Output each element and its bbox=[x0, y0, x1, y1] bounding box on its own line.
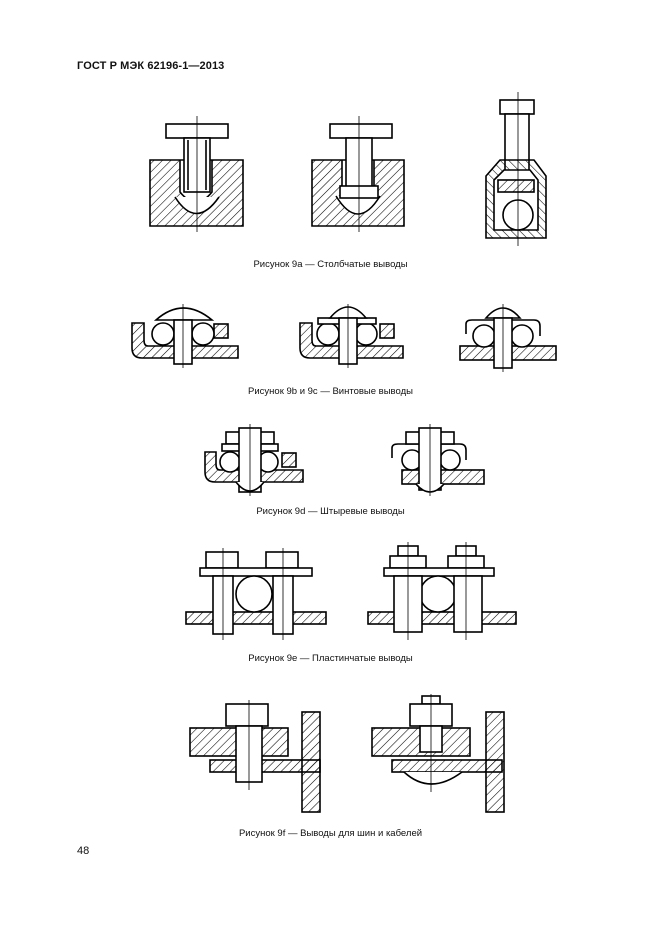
figure-9e-drawing bbox=[0, 540, 661, 640]
figure-9f-drawing bbox=[0, 690, 661, 820]
figure-9b-9c-caption: Рисунок 9b и 9c — Винтовые выводы bbox=[248, 386, 413, 397]
figure-9f-caption: Рисунок 9f — Выводы для шин и кабелей bbox=[238, 828, 423, 839]
figure-9b-9c-drawing bbox=[0, 295, 661, 375]
figure-9d-drawing bbox=[0, 420, 661, 500]
figure-9a-drawing bbox=[0, 90, 661, 250]
page-number: 48 bbox=[77, 845, 90, 857]
figure-9a-caption: Рисунок 9a — Столбчатые выводы bbox=[253, 259, 408, 270]
document-header: ГОСТ Р МЭК 62196-1—2013 bbox=[77, 60, 225, 72]
figure-9e-caption: Рисунок 9e — Пластинчатые выводы bbox=[248, 653, 413, 664]
figure-9d-caption: Рисунок 9d — Штыревые выводы bbox=[256, 506, 405, 517]
